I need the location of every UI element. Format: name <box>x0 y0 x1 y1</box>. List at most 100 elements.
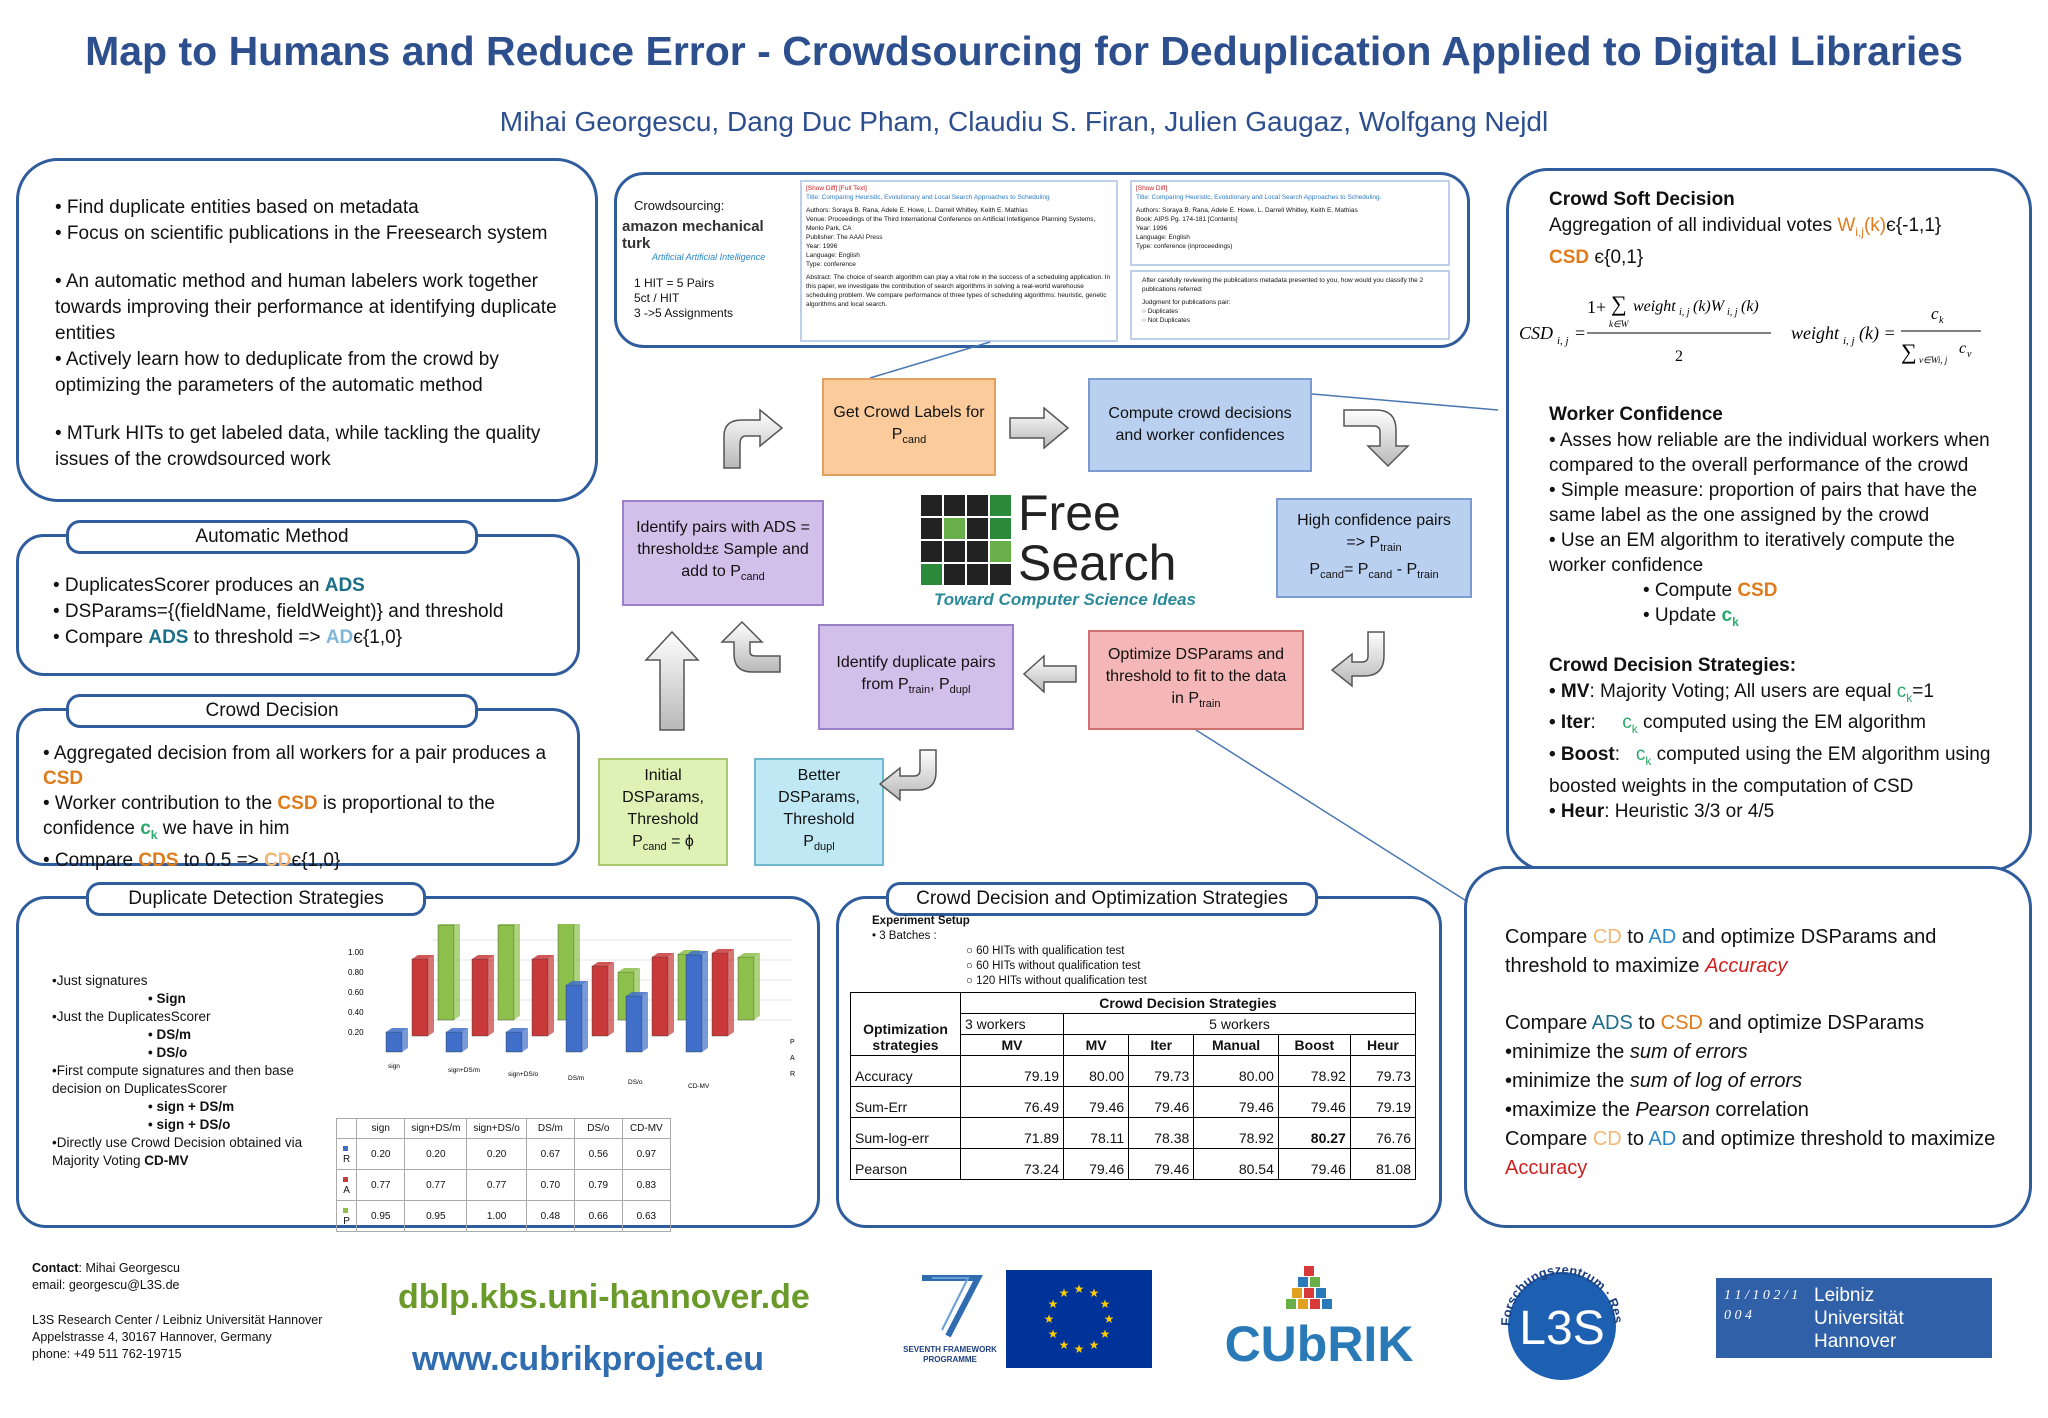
table-cell: 0.70 <box>525 1169 575 1201</box>
bar-top-R-1 <box>446 1028 468 1032</box>
y-tick-label: 0.40 <box>348 1008 364 1017</box>
intro-item-5: • MTurk HITs to get labeled data, while … <box>55 423 541 470</box>
row-label: Sum-log-err <box>850 1117 961 1149</box>
arrow-curve-down-right <box>1343 409 1410 468</box>
l3s-logo: Forschungszentrum · Research Center L3S <box>1485 1238 1640 1390</box>
bar-R-4 <box>625 995 643 1053</box>
freesearch-grid-icon <box>921 495 1011 585</box>
table-cell: 79.46 <box>1193 1086 1279 1118</box>
identify-duplicate-pairs-box: Identify duplicate pairs from Ptrain, Pd… <box>818 624 1014 730</box>
automatic-item-1: • DuplicatesScorer produces an ADS <box>53 575 365 596</box>
mturk-question: After carefully reviewing the publicatio… <box>1130 270 1450 340</box>
svg-text:weight: weight <box>1791 323 1840 343</box>
compare-item-2: Compare ADS to CSD and optimize DSParams <box>1505 1012 1925 1034</box>
eu-star-icon: ★ <box>1104 1312 1115 1326</box>
freesearch-grid-cell <box>944 541 965 562</box>
option-not-duplicates[interactable]: ○ Not Duplicates <box>1142 317 1191 324</box>
col-header: MV <box>959 1034 1065 1056</box>
compare-item-4: •minimize the sum of log of errors <box>1505 1070 1803 1092</box>
bar-side-R-3 <box>582 981 588 1052</box>
table-cell: 78.92 <box>1193 1117 1279 1149</box>
freesearch-logo: Free Search Toward Computer Science Idea… <box>920 488 1210 609</box>
intro-item-4: • Actively learn how to deduplicate from… <box>55 349 499 396</box>
strategy-mv: • MV: Majority Voting; All users are equ… <box>1549 680 1934 705</box>
bar-A-0 <box>411 958 429 1037</box>
eu-star-icon: ★ <box>1100 1297 1111 1311</box>
freesearch-grid-cell <box>921 564 942 585</box>
table-cell: 76.49 <box>959 1086 1065 1118</box>
eu-star-icon: ★ <box>1100 1327 1111 1341</box>
bar-side-A-3 <box>608 962 614 1036</box>
svg-text:CSD: CSD <box>1519 323 1553 343</box>
freesearch-grid-cell <box>967 518 988 539</box>
table-cell: 0.20 <box>356 1138 406 1170</box>
table-cell: 0.79 <box>573 1169 623 1201</box>
freesearch-grid-cell <box>990 518 1011 539</box>
freesearch-grid-cell <box>921 495 942 516</box>
table-header: CD-MV <box>621 1118 671 1139</box>
intro-item-1: • Find duplicate entities based on metad… <box>55 197 419 218</box>
arrow-right-top <box>1009 406 1070 450</box>
bar-top-A-2 <box>532 955 554 959</box>
x-tick-label: CD-MV <box>688 1083 710 1090</box>
table-cell: 78.11 <box>1063 1117 1130 1149</box>
table-header: sign+DS/o <box>466 1118 527 1139</box>
table-cell: 0.77 <box>466 1169 527 1201</box>
automatic-method-tab: Automatic Method <box>66 520 478 554</box>
table-cell: 78.38 <box>1128 1117 1195 1149</box>
bar-side-A-1 <box>488 955 494 1036</box>
col-header: Boost <box>1277 1034 1351 1056</box>
bar-top-A-5 <box>712 949 734 953</box>
freesearch-grid-cell <box>921 541 942 562</box>
crowd-decision-item-2: • Worker contribution to the CSD is prop… <box>43 793 495 842</box>
arrow-up-initial <box>644 630 700 731</box>
strategy-boost: • Boost: ck computed using the EM algori… <box>1549 744 1991 797</box>
leibniz-symbol-icon: 1 1 / 1 0 2 / 1 0 0 4 <box>1724 1288 1799 1323</box>
depth-label: A <box>790 1055 795 1062</box>
option-duplicates[interactable]: ○ Duplicates <box>1142 308 1179 315</box>
table-cell: 0.95 <box>404 1200 468 1232</box>
svg-text:1+: 1+ <box>1587 297 1606 317</box>
col-header: Heur <box>1349 1034 1417 1056</box>
eu-star-icon: ★ <box>1048 1327 1059 1341</box>
svg-text:v∈Wi, j: v∈Wi, j <box>1919 355 1948 365</box>
svg-text:i, j: i, j <box>1843 335 1855 347</box>
table-cell: 71.89 <box>959 1117 1065 1149</box>
csd-range: CSD є{0,1} <box>1549 246 1644 268</box>
arrow-left-bottom <box>1022 654 1077 694</box>
table-cell: 1.00 <box>466 1200 527 1232</box>
cubrik-url[interactable]: www.cubrikproject.eu <box>412 1340 765 1378</box>
table-cell: 73.24 <box>959 1148 1065 1180</box>
csd-aggregation: Aggregation of all individual votes Wi,j… <box>1549 215 1942 239</box>
table-cell: 0.83 <box>621 1169 671 1201</box>
compute-csd-item: • Compute CSD <box>1643 579 1778 601</box>
automatic-item-2: • DSParams={(fieldName, fieldWeight)} an… <box>53 601 504 622</box>
bar-side-P-0 <box>454 924 460 1020</box>
bar-side-R-2 <box>522 1028 528 1052</box>
table-cell: 79.19 <box>1349 1086 1417 1118</box>
bar-A-5 <box>711 952 729 1037</box>
crowd-decision-tab: Crowd Decision <box>66 694 478 728</box>
dblp-url[interactable]: dblp.kbs.uni-hannover.de <box>398 1278 810 1316</box>
table-cell: 0.67 <box>525 1138 575 1170</box>
bar-side-R-0 <box>402 1028 408 1052</box>
freesearch-grid-cell <box>944 564 965 585</box>
strategy-heur: • Heur: Heuristic 3/3 or 4/5 <box>1549 800 1775 822</box>
automatic-method-panel: • DuplicatesScorer produces an ADS • DSP… <box>16 534 580 676</box>
cubrik-cube <box>1322 1299 1332 1309</box>
eu-star-icon: ★ <box>1089 1286 1100 1300</box>
intro-panel: • Find duplicate entities based on metad… <box>16 158 598 502</box>
bar-top-A-1 <box>472 955 494 959</box>
svg-text:L3S: L3S <box>1519 1302 1604 1355</box>
arrow-curve-up <box>723 408 784 469</box>
contact-info: Contact: Mihai Georgescu email: georgesc… <box>32 1261 323 1361</box>
eu-star-icon: ★ <box>1059 1286 1070 1300</box>
freesearch-grid-cell <box>967 564 988 585</box>
bar-R-0 <box>385 1031 403 1053</box>
legend-swatch: R <box>335 1138 358 1170</box>
bar-R-3 <box>565 984 583 1053</box>
